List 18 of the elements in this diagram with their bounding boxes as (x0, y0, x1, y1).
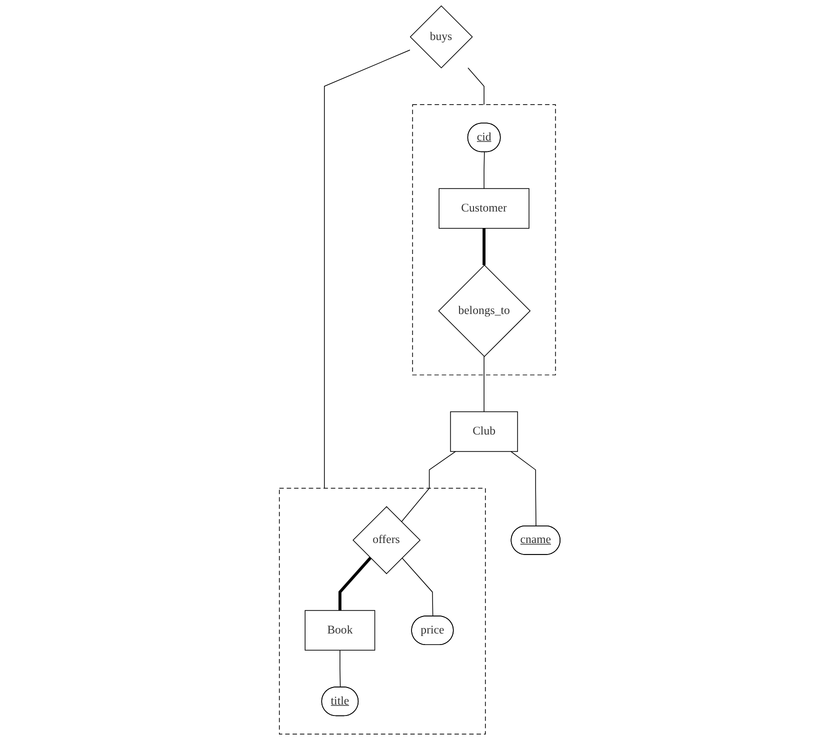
node-box: Club (450, 411, 518, 452)
connector (483, 152, 485, 189)
node-diamond: offers (352, 506, 420, 574)
connector (482, 228, 486, 266)
node-box: Customer (438, 188, 530, 229)
connector (338, 556, 372, 610)
connector (400, 451, 456, 522)
connector (510, 451, 536, 527)
connector (401, 558, 433, 617)
cluster (412, 104, 556, 376)
connector (483, 356, 484, 412)
connector (324, 50, 410, 489)
node-diamond: belongs_to (438, 264, 530, 358)
connector (467, 68, 484, 106)
cluster (278, 488, 486, 734)
node-box: Book (304, 610, 375, 651)
connector (339, 650, 340, 688)
node-diamond: buys (410, 5, 473, 68)
